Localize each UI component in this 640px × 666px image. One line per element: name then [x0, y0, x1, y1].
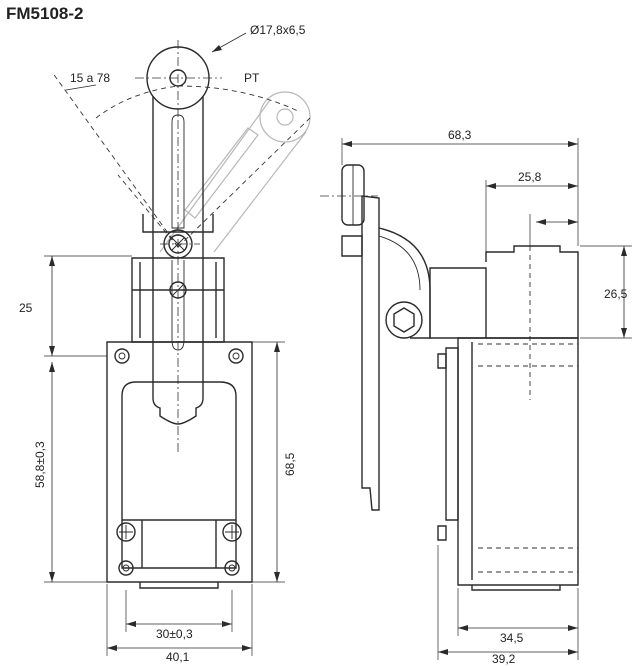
dimension-68-5: 68,5	[283, 452, 297, 476]
side-head	[429, 245, 579, 400]
dimension-26-5: 26,5	[604, 287, 628, 301]
dimension-58-8: 58,8±0,3	[33, 441, 47, 488]
side-lever-plate	[341, 195, 431, 511]
hex-screw	[385, 301, 423, 339]
head-bracket	[131, 214, 225, 343]
side-view: 68,3 25,8 26,5 34,5 39,2	[320, 128, 632, 666]
side-dimensions	[341, 138, 632, 660]
side-body	[437, 337, 579, 591]
dimension-30: 30±0,3	[156, 627, 193, 641]
front-dimensions	[44, 32, 285, 656]
dimension-40-1: 40,1	[166, 650, 190, 664]
label-roller-diameter: Ø17,8x6,5	[250, 23, 306, 37]
dimension-25-8: 25,8	[518, 170, 542, 184]
side-roller	[320, 164, 378, 226]
model-title: FM5108-2	[6, 4, 84, 23]
angle-sweep	[51, 71, 311, 248]
label-pt: PT	[244, 71, 260, 85]
lever-arm	[152, 96, 204, 455]
switch-body	[106, 341, 253, 589]
dimension-25: 25	[19, 301, 33, 315]
dimension-39-2: 39,2	[492, 652, 516, 666]
roller	[135, 40, 222, 118]
mounting-screws	[114, 348, 244, 576]
label-angle-range: 15 a 78	[70, 71, 110, 85]
dimension-34-5: 34,5	[500, 631, 524, 645]
dimension-68-3: 68,3	[448, 128, 472, 142]
front-view: Ø17,8x6,5 15 a 78 PT 25 58,8±0,3 68,5 30…	[19, 23, 311, 664]
